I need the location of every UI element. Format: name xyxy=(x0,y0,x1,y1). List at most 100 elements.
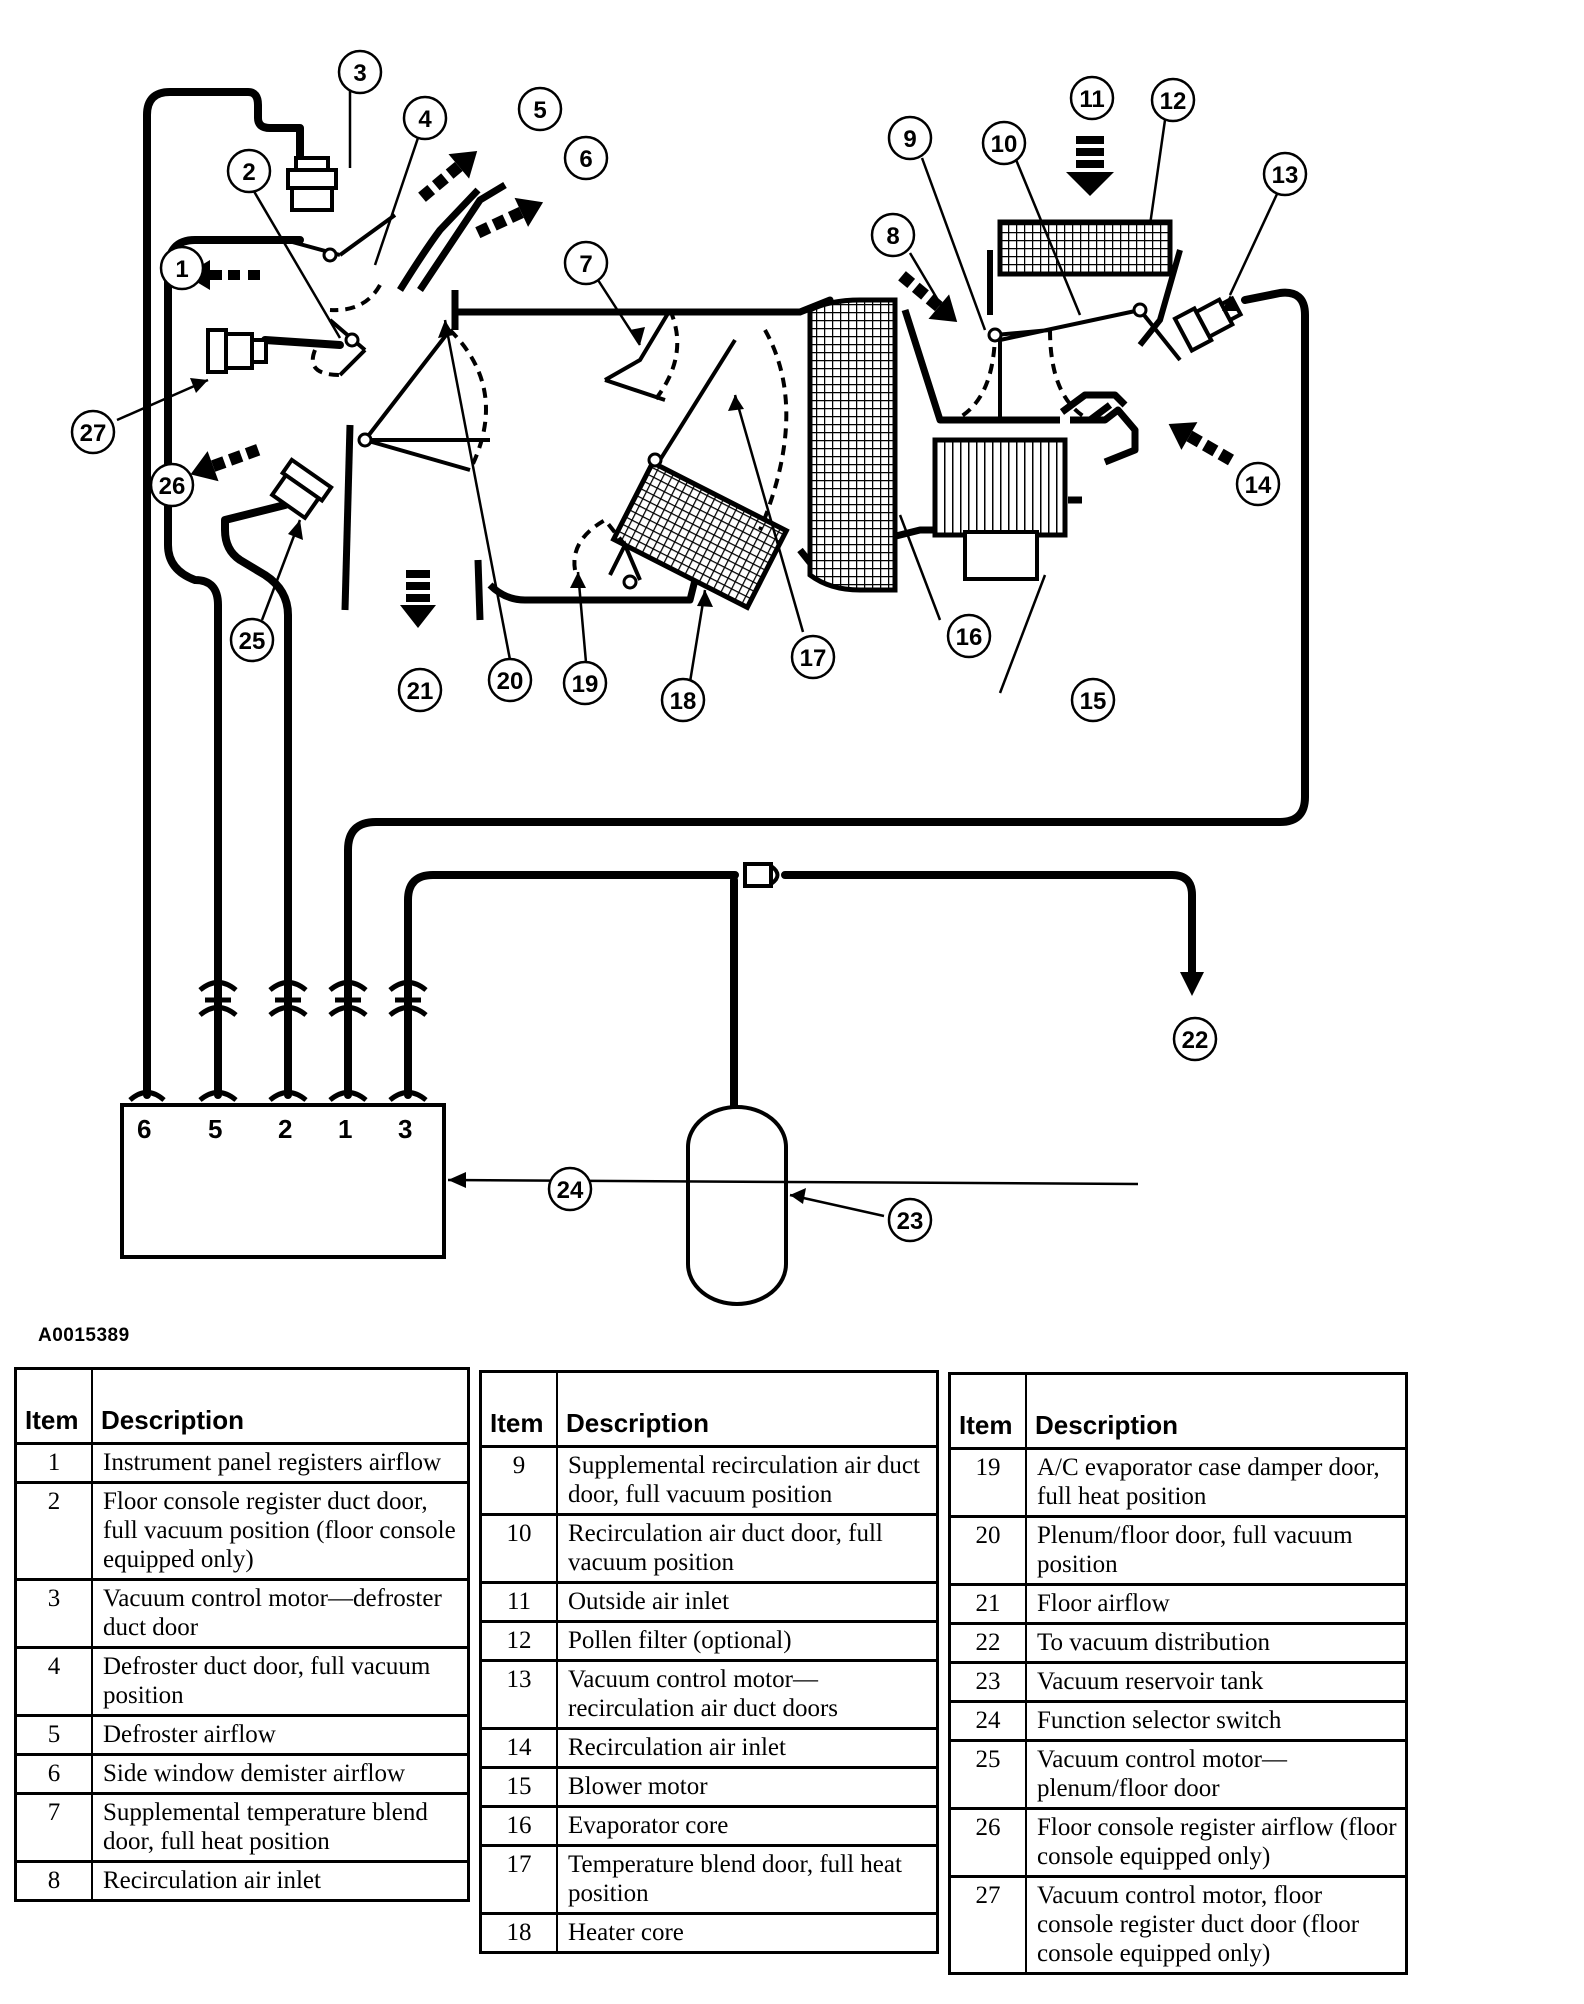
pollen-filter xyxy=(987,219,1183,347)
blower-motor xyxy=(932,437,1068,581)
legend-item-description: Vacuum control motor—plenum/floor door xyxy=(1025,1739,1408,1810)
legend-item-description: Recirculation air inlet xyxy=(556,1727,939,1769)
svg-text:12: 12 xyxy=(1160,88,1187,115)
figure-id: A0015389 xyxy=(38,1325,130,1346)
legend-header-description: Description xyxy=(556,1370,939,1448)
callout-markers: 1 2 3 4 5 6 7 8 9 10 11 12 13 14 15 16 1… xyxy=(70,49,1308,1243)
callout-2: 2 xyxy=(226,148,272,194)
switch-port-labels: 6 5 2 1 3 xyxy=(137,1114,412,1144)
callout-21: 21 xyxy=(397,667,443,713)
legend-header-item: Item xyxy=(948,1372,1027,1450)
legend-item-number: 22 xyxy=(948,1622,1027,1664)
callout-14: 14 xyxy=(1235,461,1281,507)
callout-10: 10 xyxy=(981,120,1027,166)
callout-11: 11 xyxy=(1069,75,1115,121)
callout-22: 22 xyxy=(1172,1016,1218,1062)
svg-text:3: 3 xyxy=(353,60,366,87)
legend-item-number: 9 xyxy=(479,1445,558,1516)
legend-item-description: Temperature blend door, full heat positi… xyxy=(556,1844,939,1915)
airflow-arrow xyxy=(1066,136,1114,196)
airflow-arrow xyxy=(400,570,436,628)
legend-item-number: 25 xyxy=(948,1739,1027,1810)
legend-item-number: 1 xyxy=(14,1442,93,1484)
port-label: 5 xyxy=(208,1114,222,1144)
port-label: 3 xyxy=(398,1114,412,1144)
legend-header-item: Item xyxy=(14,1367,93,1445)
svg-text:1: 1 xyxy=(175,256,188,283)
svg-text:7: 7 xyxy=(579,251,592,278)
legend-item-number: 14 xyxy=(479,1727,558,1769)
legend-item-number: 18 xyxy=(479,1912,558,1954)
legend-item-description: Supplemental temperature blend door, ful… xyxy=(91,1792,470,1863)
hose-port-2 xyxy=(221,476,309,1099)
legend-item-description: Vacuum control motor, floor console regi… xyxy=(1025,1875,1408,1975)
legend-item-number: 17 xyxy=(479,1844,558,1915)
legend-item-description: Floor console register duct door, full v… xyxy=(91,1481,470,1581)
callout-15: 15 xyxy=(1070,677,1116,723)
legend-header-description: Description xyxy=(1025,1372,1408,1450)
legend-header-item: Item xyxy=(479,1370,558,1448)
svg-text:20: 20 xyxy=(497,668,524,695)
callout-18: 18 xyxy=(660,677,706,723)
hose-port-6 xyxy=(143,88,304,1099)
motor-defroster xyxy=(286,156,338,212)
door-pivots xyxy=(322,247,1148,590)
svg-text:9: 9 xyxy=(903,126,916,153)
callout-5: 5 xyxy=(517,86,563,132)
motor-floor-console xyxy=(206,328,268,374)
svg-text:10: 10 xyxy=(991,131,1018,158)
legend-item-description: Heater core xyxy=(556,1912,939,1954)
airflow-arrow xyxy=(1168,422,1234,466)
leader-arrowheads xyxy=(190,295,1238,1204)
callout-9: 9 xyxy=(887,115,933,161)
vacuum-hoses xyxy=(143,88,1309,1114)
legend-item-description: To vacuum distribution xyxy=(1025,1622,1408,1664)
svg-text:17: 17 xyxy=(800,645,827,672)
legend-item-description: Floor console register airflow (floor co… xyxy=(1025,1807,1408,1878)
callout-26: 26 xyxy=(149,462,195,508)
legend-item-number: 27 xyxy=(948,1875,1027,1975)
legend-item-description: Blower motor xyxy=(556,1766,939,1808)
callout-17: 17 xyxy=(790,634,836,680)
airflow-arrow xyxy=(190,444,261,482)
callout-4: 4 xyxy=(402,95,448,141)
legend-item-number: 2 xyxy=(14,1481,93,1581)
svg-text:15: 15 xyxy=(1080,688,1107,715)
svg-text:4: 4 xyxy=(418,106,432,133)
legend-item-number: 24 xyxy=(948,1700,1027,1742)
legend-item-description: Defroster duct door, full vacuum positio… xyxy=(91,1646,470,1717)
callout-8: 8 xyxy=(870,212,916,258)
svg-text:27: 27 xyxy=(80,420,107,447)
legend-item-description: Floor airflow xyxy=(1025,1583,1408,1625)
callout-6: 6 xyxy=(563,135,609,181)
vacuum-reservoir-tank xyxy=(686,1105,788,1306)
airflow-arrow xyxy=(898,271,958,322)
legend-item-number: 10 xyxy=(479,1513,558,1584)
door-swing-arcs xyxy=(310,283,1091,571)
legend-item-description: Recirculation air inlet xyxy=(91,1860,470,1902)
callout-24: 24 xyxy=(547,1166,593,1212)
callout-20: 20 xyxy=(487,657,533,703)
callout-27: 27 xyxy=(70,409,116,455)
legend-item-number: 6 xyxy=(14,1753,93,1795)
legend-item-number: 3 xyxy=(14,1578,93,1649)
callout-19: 19 xyxy=(562,660,608,706)
callout-12: 12 xyxy=(1150,77,1196,123)
hose-port-3 xyxy=(404,871,739,1099)
hose-connectors xyxy=(128,980,428,1102)
